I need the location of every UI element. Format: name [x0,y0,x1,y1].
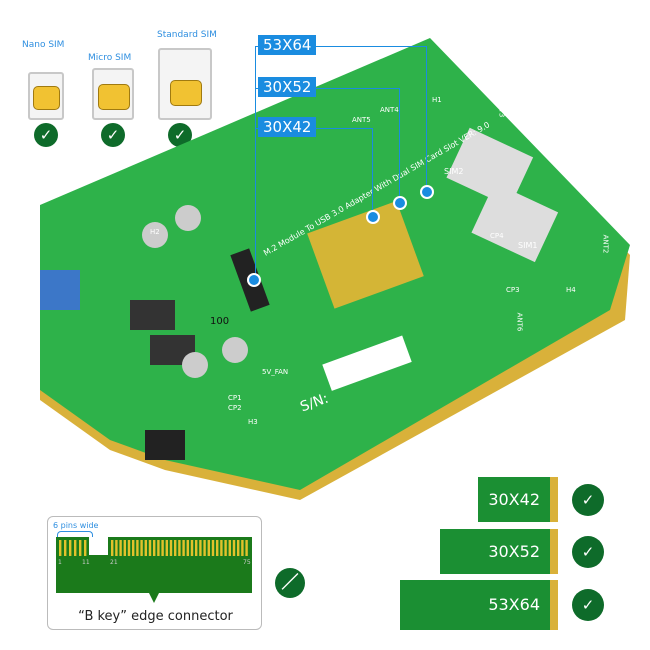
h4-label: H4 [566,286,576,294]
pins-wide-label: 6 pins wide [53,521,99,530]
pin [182,540,185,556]
pin [127,540,131,556]
pin-number: 11 [82,559,90,566]
connector-diagram: 6 pins wide 1 11 21 75 “B key” edge conn… [47,516,262,630]
pin [195,540,198,556]
pin [199,540,202,556]
pin [203,540,206,556]
cp2-label: CP2 [228,404,242,412]
pin [216,540,219,556]
edge-connector-graphic [56,537,252,603]
cp4-label: CP4 [490,232,504,240]
pin [84,540,87,556]
check-icon: ✓ [34,123,58,147]
pin [228,540,231,556]
ant3-label: ANT3 [497,98,506,118]
h2-label: H2 [150,228,160,236]
m2-slot-marker [247,273,261,287]
pin [169,540,173,556]
cp1-label: CP1 [228,394,242,402]
pin [186,540,189,556]
mount-hole-30x52 [393,196,407,210]
size-tag-53x64: 53X64 [258,35,317,55]
pin [211,540,215,556]
mount-hole-53x64 [420,185,434,199]
standard-sim-card [158,48,212,120]
pin [79,540,82,556]
size-tag-30x52: 30X52 [258,77,317,97]
pin [119,540,122,556]
mount-hole-30x42 [366,210,380,224]
pin-number: 1 [58,559,62,566]
inductor-label: 100 [210,316,230,327]
pin [165,540,168,556]
pin [136,540,139,556]
module-label: 53X64 [488,595,540,614]
pin [232,540,236,556]
pin [161,540,164,556]
pin [111,540,114,556]
pin-number: 21 [110,559,118,566]
check-icon: ✓ [572,589,604,621]
pin [74,540,77,556]
module-30x52: 30X52 [440,529,558,574]
ant6-label: ANT6 [515,312,524,332]
pin [69,540,72,556]
pin [220,540,223,556]
module-label: 30X52 [488,542,540,561]
pin [174,540,177,556]
pin [144,540,147,556]
sim-label-nano: Nano SIM [22,40,65,50]
pin [237,540,240,556]
pin [157,540,160,556]
pin [132,540,135,556]
pin [241,540,244,556]
pin [153,540,156,556]
ant1-label: ANT1 [609,74,618,94]
module-label: 30X42 [488,490,540,509]
ant2-label: ANT2 [601,234,610,254]
micro-sim-card [92,68,134,120]
module-53x64: 53X64 [400,580,558,630]
connector-caption: “B key” edge connector [78,609,233,624]
cp3-label: CP3 [506,286,520,294]
sim-label-standard: Standard SIM [157,30,217,40]
pin [178,540,181,556]
check-icon: ✓ [101,123,125,147]
size-tag-30x42: 30X42 [258,117,317,137]
h3-label: H3 [248,418,258,426]
pin [115,540,118,556]
pin [224,540,227,556]
pin [148,540,152,556]
brace [57,531,93,537]
pin [64,540,67,556]
ant4-label: ANT4 [380,106,399,114]
sim-label-micro: Micro SIM [88,53,132,63]
nano-sim-card [28,72,64,120]
sim1-label: SIM1 [518,241,538,250]
module-30x42: 30X42 [478,477,558,522]
pin [59,540,62,556]
check-icon: ✓ [572,536,604,568]
h1-label: H1 [432,96,442,104]
pin-number: 75 [243,559,251,566]
pin [245,540,248,556]
check-icon: ／ [275,568,305,598]
pin [123,540,126,556]
check-icon: ✓ [572,484,604,516]
ant5-label: ANT5 [352,116,371,124]
pin [140,540,143,556]
fan-label: 5V_FAN [262,368,289,376]
sim2-label: SIM2 [444,167,464,176]
pin [207,540,210,556]
pin [190,540,194,556]
